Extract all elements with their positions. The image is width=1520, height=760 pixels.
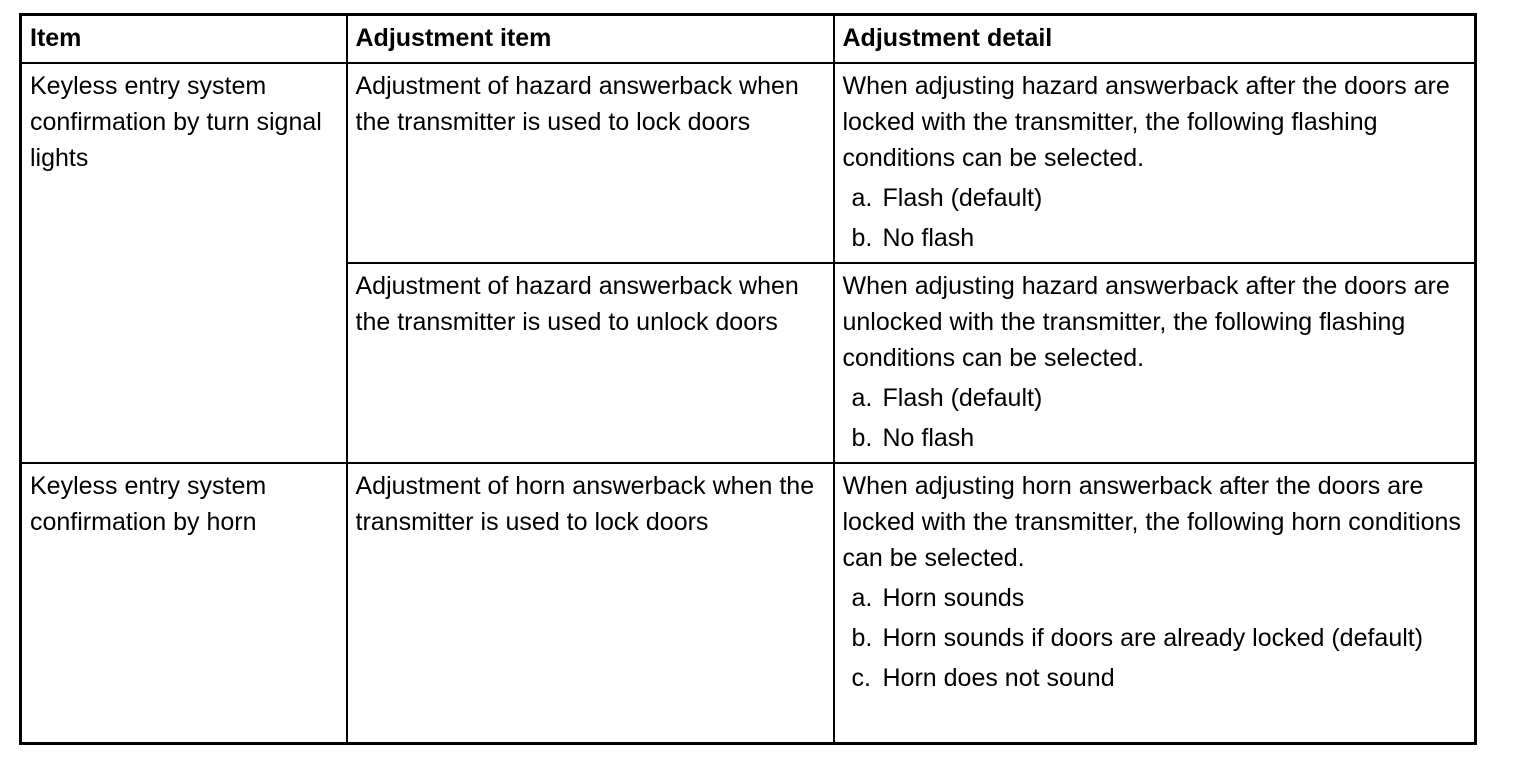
column-header-item: Item	[19, 13, 348, 64]
item-cell-horn: Keyless entry system confirmation by hor…	[19, 462, 348, 744]
option-item: a. Flash (default)	[843, 380, 1467, 416]
option-text: Horn sounds if doors are already locked …	[882, 624, 1424, 652]
option-marker: b.	[851, 424, 873, 452]
option-marker: a.	[851, 184, 873, 212]
option-text: Flash (default)	[882, 384, 1043, 412]
option-text: Horn sounds	[882, 584, 1025, 612]
adjustment-detail-cell: When adjusting horn answerback after the…	[832, 462, 1477, 744]
table-row: Keyless entry system confirmation by tur…	[19, 62, 1477, 464]
option-marker: b.	[851, 624, 873, 652]
option-item: b. No flash	[843, 420, 1467, 456]
adjustment-item-cell: Adjustment of horn answerback when the t…	[345, 462, 835, 744]
option-text: No flash	[882, 224, 975, 252]
option-item: a. Horn sounds	[843, 580, 1467, 616]
option-item: c. Horn does not sound	[843, 660, 1467, 696]
adjustment-detail-cell: When adjusting hazard answerback after t…	[832, 62, 1477, 264]
header-row: Item Adjustment item Adjustment detail	[19, 13, 1477, 64]
option-item: a. Flash (default)	[843, 180, 1467, 216]
option-marker: b.	[851, 224, 873, 252]
table-row: Keyless entry system confirmation by hor…	[19, 462, 1477, 744]
option-item: b. Horn sounds if doors are already lock…	[843, 620, 1467, 656]
option-item: b. No flash	[843, 220, 1467, 256]
adjustment-detail-cell: When adjusting hazard answerback after t…	[832, 262, 1477, 464]
adjustment-item-cell: Adjustment of hazard answerback when the…	[345, 62, 835, 264]
column-header-adjustment-item: Adjustment item	[345, 13, 835, 64]
option-text: No flash	[882, 424, 975, 452]
detail-intro: When adjusting hazard answerback after t…	[842, 272, 1450, 372]
option-text: Flash (default)	[882, 184, 1043, 212]
column-header-adjustment-detail: Adjustment detail	[832, 13, 1477, 64]
option-marker: c.	[851, 664, 871, 692]
detail-intro: When adjusting horn answerback after the…	[842, 472, 1461, 572]
option-marker: a.	[851, 384, 873, 412]
adjustment-item-cell: Adjustment of hazard answerback when the…	[345, 262, 835, 464]
item-cell-turn-signal: Keyless entry system confirmation by tur…	[19, 62, 348, 464]
option-marker: a.	[851, 584, 873, 612]
table-row: Adjustment of hazard answerback when the…	[21, 262, 1477, 464]
option-text: Horn does not sound	[882, 664, 1115, 692]
detail-intro: When adjusting hazard answerback after t…	[842, 72, 1450, 172]
adjustments-table: Item Adjustment item Adjustment detail K…	[19, 13, 1477, 745]
